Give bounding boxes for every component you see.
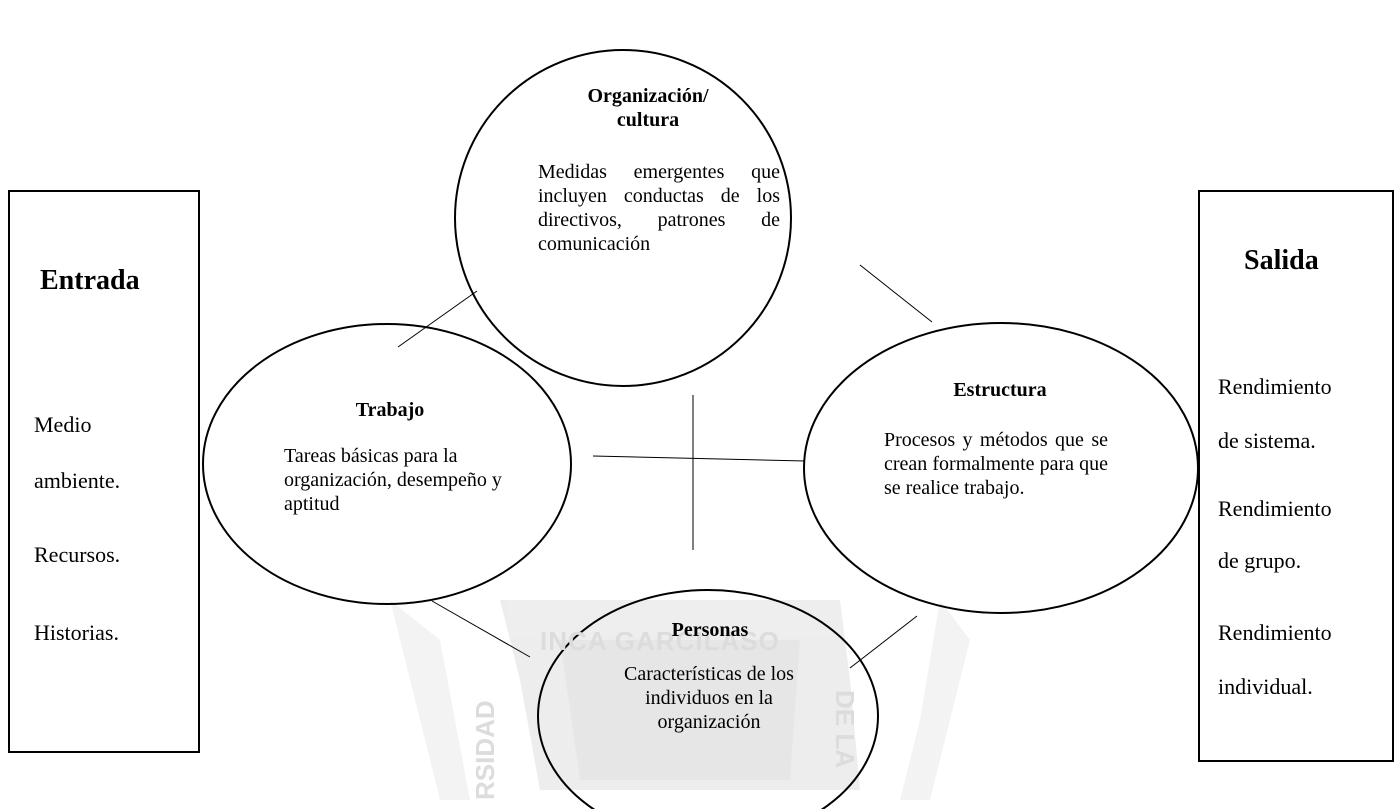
connector-org-trabajo — [397, 290, 478, 348]
organizacion-title-line2: cultura — [616, 109, 680, 131]
trabajo-body: Tareas básicas para la organización, des… — [284, 445, 502, 515]
output-item: de sistema. — [1218, 428, 1316, 453]
watermark-right-arm — [900, 600, 970, 800]
connector-trabajo-personas — [431, 600, 531, 658]
connector-horizontal — [592, 455, 806, 462]
watermark-top-text: INCA GARCILASO — [540, 626, 780, 656]
input-item: ambiente. — [34, 468, 121, 493]
input-item: Historias. — [34, 620, 119, 645]
input-item: Medio — [34, 412, 92, 437]
ellipse-personas — [537, 589, 879, 809]
output-item: de grupo. — [1218, 548, 1302, 573]
output-item: Rendimiento — [1218, 620, 1332, 645]
personas-title: Personas — [671, 619, 749, 641]
watermark-shape-inner — [560, 640, 800, 780]
watermark-logo — [390, 600, 970, 800]
connector-estructura-personas — [849, 615, 918, 669]
output-title: Salida — [1244, 245, 1319, 276]
output-item: Rendimiento — [1218, 496, 1332, 521]
input-item: Recursos. — [34, 542, 121, 567]
ellipse-organizacion — [454, 49, 792, 387]
trabajo-title: Trabajo — [355, 399, 425, 421]
output-box: Salida Rendimiento de sistema. Rendimien… — [1198, 190, 1394, 762]
output-item: individual. — [1218, 674, 1313, 699]
connectors — [397, 264, 933, 669]
estructura-title: Estructura — [953, 379, 1047, 401]
input-box: Entrada Medio ambiente. Recursos. Histor… — [8, 190, 200, 753]
organizacion-body: Medidas emergentes que incluyen conducta… — [538, 161, 780, 255]
output-item: Rendimiento — [1218, 374, 1332, 399]
input-title: Entrada — [40, 265, 140, 296]
estructura-body: Procesos y métodos que se crean formalme… — [884, 429, 1108, 499]
watermark-left-text: RSIDAD — [470, 700, 500, 800]
watermark-left-arm — [390, 600, 470, 800]
personas-body: Características de los individuos en la … — [624, 663, 794, 733]
watermark-right-text: DE LA — [830, 690, 860, 768]
organizacion-title-line1: Organización/ — [587, 85, 709, 107]
organizacion-title: Organización/ cultura — [540, 84, 756, 132]
ellipse-trabajo — [202, 323, 572, 605]
connector-org-estructura — [859, 264, 933, 323]
